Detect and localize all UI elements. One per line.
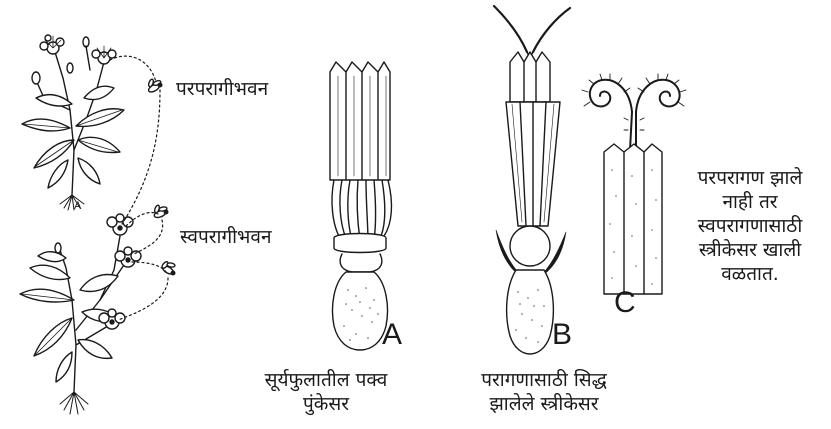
explanatory-note: परपरागण झाले नाही तर स्वपरागणासाठी स्त्र… xyxy=(674,166,826,286)
cross-pollination-label: परपरागीभवन xyxy=(176,77,268,101)
plant-mark-label: A xyxy=(74,200,81,212)
note-line-2: नाही तर xyxy=(674,190,826,214)
note-line-4: स्त्रीकेसर खाली xyxy=(674,238,826,262)
note-line-5: वळतात. xyxy=(674,262,826,286)
note-line-3: स्वपरागणासाठी xyxy=(674,214,826,238)
caption-a-line-2: पुंकेसर xyxy=(226,392,426,416)
top-plant-illustration xyxy=(22,35,124,210)
figure-a-letter: A xyxy=(382,318,402,352)
figure-c-letter: C xyxy=(614,286,636,320)
self-pollination-label: स्वपरागीभवन xyxy=(180,225,272,249)
caption-figure-b: परागणासाठी सिद्ध झालेले स्त्रीकेसर xyxy=(444,368,644,416)
figure-c-curled-stigma xyxy=(582,74,686,294)
figure-a-stamen xyxy=(330,62,391,350)
bottom-plant-illustration xyxy=(20,214,141,414)
caption-figure-a: सूर्यफुलातील पक्व पुंकेसर xyxy=(226,368,426,416)
pollination-paths xyxy=(110,56,168,320)
caption-a-line-1: सूर्यफुलातील पक्व xyxy=(226,368,426,392)
figure-b-letter: B xyxy=(552,318,572,352)
figure-b-pistil xyxy=(494,6,570,354)
insect-self-pollination-2 xyxy=(161,261,175,276)
note-line-1: परपरागण झाले xyxy=(674,166,826,190)
insect-self-pollination-1 xyxy=(153,205,167,219)
caption-b-line-1: परागणासाठी सिद्ध xyxy=(444,368,644,392)
caption-b-line-2: झालेले स्त्रीकेसर xyxy=(444,392,644,416)
